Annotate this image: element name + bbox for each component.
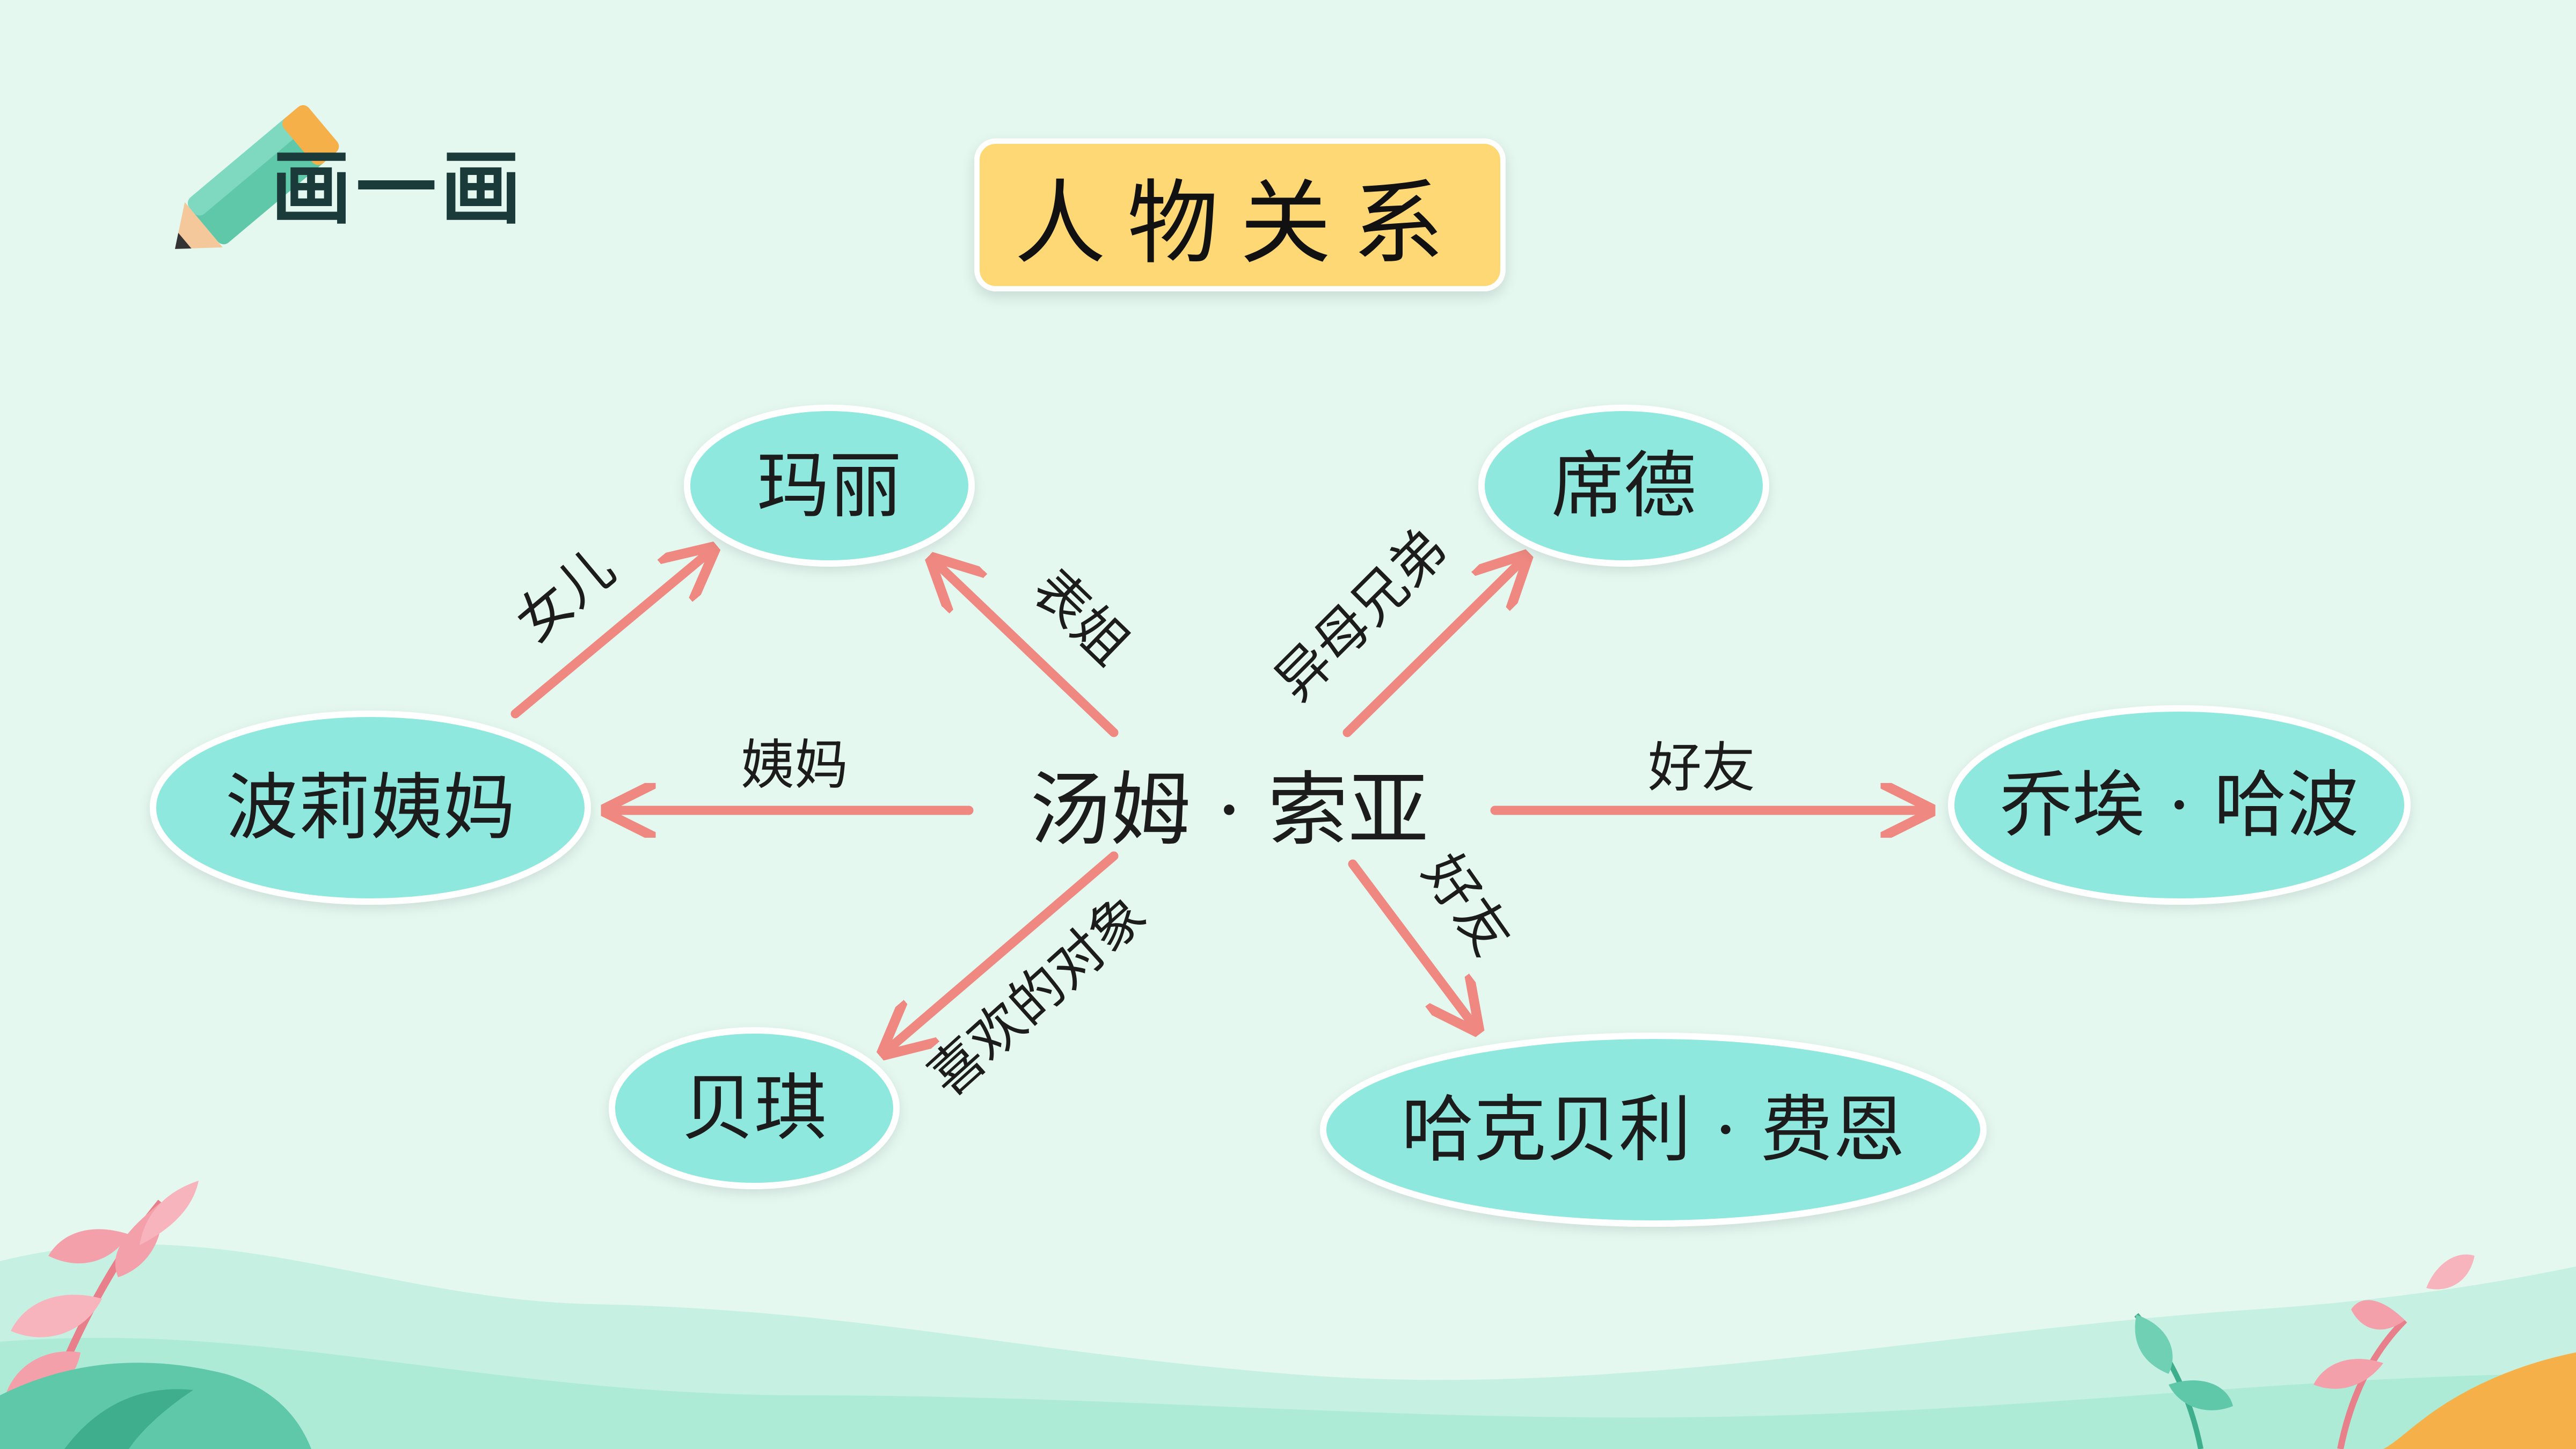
node-xide-label: 席德	[1551, 444, 1696, 528]
node-huck: 哈克贝利 · 费恩	[1320, 1033, 1987, 1227]
node-huck-label: 哈克贝利 · 费恩	[1402, 1088, 1906, 1172]
node-mali-label: 玛丽	[757, 444, 902, 528]
node-mali: 玛丽	[684, 405, 975, 567]
character-nodes: 玛丽 波莉姨妈 贝琪 席德 乔埃 · 哈波 哈克贝利 · 费恩	[150, 405, 2411, 1227]
node-beiqi-label: 贝琪	[682, 1066, 827, 1151]
pencil-icon	[174, 105, 339, 249]
leaf-decoration-right	[2134, 1254, 2576, 1449]
label-friend-huck: 好友	[1411, 843, 1524, 967]
center-character: 汤姆 · 索亚	[1030, 764, 1428, 857]
leaf-decoration-left	[0, 1181, 311, 1449]
background-hills	[0, 1244, 2576, 1449]
label-aunt: 姨妈	[741, 734, 848, 796]
diagram-title: 人物关系	[974, 138, 1506, 291]
node-xide: 席德	[1478, 405, 1769, 567]
arrow-tom-to-xide	[1342, 561, 1522, 737]
arrow-tom-to-mali	[937, 564, 1119, 737]
arrow-polly-to-mali	[510, 553, 709, 719]
arrow-tom-to-huck	[1348, 859, 1473, 1025]
arrow-tom-to-beiqi	[888, 851, 1119, 1049]
section-heading: 画一画	[271, 142, 526, 236]
node-joe-label: 乔埃 · 哈波	[2000, 763, 2359, 847]
node-polly: 波莉姨妈	[150, 711, 591, 905]
node-joe: 乔埃 · 哈波	[1948, 705, 2411, 905]
node-beiqi: 贝琪	[609, 1027, 900, 1189]
label-half-brother: 异母兄弟	[1263, 517, 1460, 713]
node-polly-label: 波莉姨妈	[225, 766, 515, 850]
relation-arrows	[510, 553, 1924, 1049]
label-friend-joe: 好友	[1648, 736, 1755, 799]
